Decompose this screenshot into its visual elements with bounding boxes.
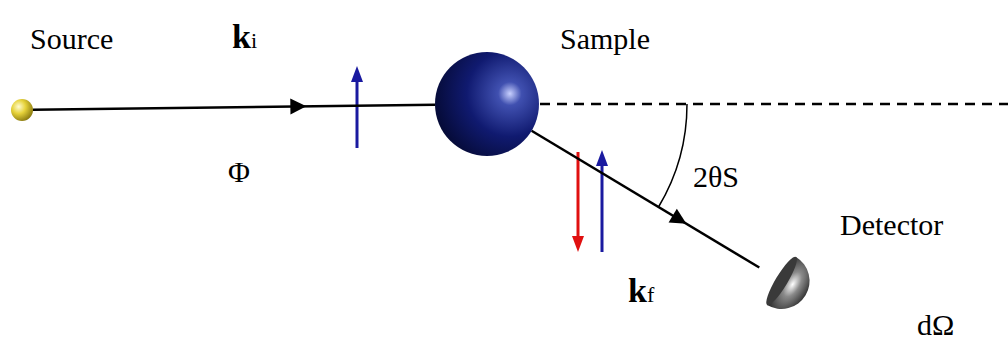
detector-dome: DetectordΩ: [755, 253, 815, 313]
source-sphere: Source: [11, 99, 33, 121]
spin-down-arrow: [572, 152, 584, 252]
straight-through-line: [540, 103, 1008, 106]
node-label: Detector: [840, 208, 943, 241]
beam-path: [532, 131, 760, 268]
sample-sphere: [435, 52, 539, 156]
wavevector-label: kf: [628, 272, 654, 309]
spin-up-arrow: [351, 66, 363, 148]
node-label: Sample: [560, 22, 650, 55]
detector-dome: [755, 253, 815, 313]
node-label: dΩ: [917, 308, 954, 341]
arrowhead: [669, 209, 687, 224]
beam-path: [33, 105, 435, 110]
sample-sphere: Sample: [435, 52, 539, 156]
spin-up-arrow: [596, 150, 608, 252]
angle-label: 2θS: [693, 160, 739, 193]
arrowhead: [290, 99, 306, 115]
angle-arc: [659, 104, 688, 207]
wavevector-label: ki: [232, 18, 257, 55]
node-label: Source: [30, 22, 113, 55]
flux-label: Φ: [228, 155, 250, 188]
source-sphere: [11, 99, 33, 121]
